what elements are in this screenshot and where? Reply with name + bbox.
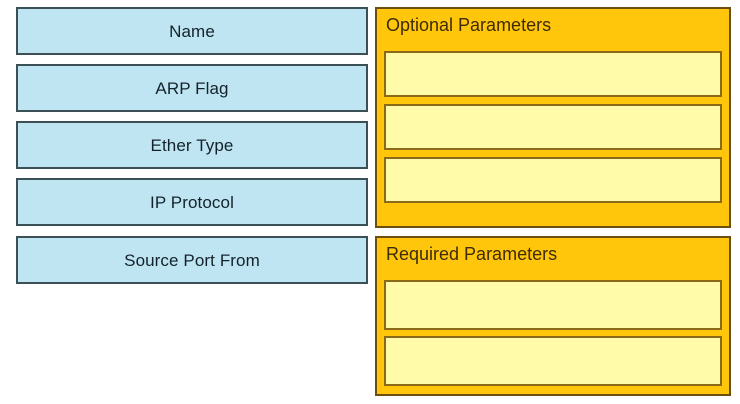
field-tile-name[interactable]: Name: [16, 7, 368, 55]
optional-parameter-slot-2[interactable]: [384, 104, 722, 150]
optional-parameter-slot-3[interactable]: [384, 157, 722, 203]
field-tile-source-port-from[interactable]: Source Port From: [16, 236, 368, 284]
field-tile-label: Ether Type: [150, 135, 234, 155]
field-tile-ether-type[interactable]: Ether Type: [16, 121, 368, 169]
optional-parameters-title: Optional Parameters: [386, 15, 552, 35]
required-parameters-panel: Required Parameters: [375, 236, 731, 396]
field-tile-label: IP Protocol: [150, 192, 234, 212]
required-parameter-slot-1[interactable]: [384, 280, 722, 330]
field-tile-ip-protocol[interactable]: IP Protocol: [16, 178, 368, 226]
field-tile-label: ARP Flag: [155, 78, 229, 98]
field-tile-arp-flag[interactable]: ARP Flag: [16, 64, 368, 112]
required-parameters-title: Required Parameters: [386, 244, 558, 264]
field-tile-label: Source Port From: [124, 250, 260, 270]
required-parameter-slot-2[interactable]: [384, 336, 722, 386]
field-tile-label: Name: [169, 21, 215, 41]
optional-parameter-slot-1[interactable]: [384, 51, 722, 97]
optional-parameters-panel: Optional Parameters: [375, 7, 731, 228]
